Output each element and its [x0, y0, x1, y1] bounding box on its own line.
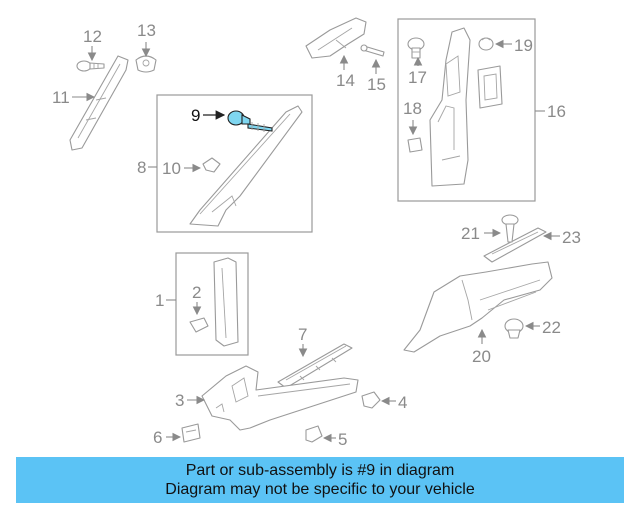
svg-text:6: 6 — [153, 428, 162, 447]
part-9-clip-highlighted[interactable] — [227, 110, 273, 132]
svg-text:18: 18 — [403, 99, 422, 118]
callout-11: 11 — [52, 88, 96, 107]
callout-16: 16 — [535, 102, 566, 121]
part-22-fastener[interactable] — [504, 318, 524, 339]
svg-text:21: 21 — [461, 224, 480, 243]
part-16-handle[interactable] — [477, 65, 503, 109]
callout-1: 1 — [155, 291, 176, 310]
callout-4: 4 — [380, 393, 407, 412]
callout-3: 3 — [175, 391, 206, 410]
svg-text:14: 14 — [336, 71, 355, 90]
svg-text:16: 16 — [547, 102, 566, 121]
part-6-clip[interactable] — [181, 423, 201, 443]
part-18-clip[interactable] — [407, 137, 423, 153]
callout-23: 23 — [542, 228, 581, 247]
callout-20: 20 — [472, 328, 491, 366]
svg-text:17: 17 — [408, 68, 427, 87]
svg-text:5: 5 — [338, 430, 347, 449]
callout-10: 10 — [162, 159, 202, 178]
svg-text:11: 11 — [52, 88, 70, 107]
part-10-retainer[interactable] — [202, 157, 221, 173]
group-box-16 — [397, 18, 536, 202]
svg-text:3: 3 — [175, 391, 184, 410]
svg-text:20: 20 — [472, 347, 491, 366]
callout-21: 21 — [461, 224, 502, 243]
part-15-pin[interactable] — [360, 44, 385, 57]
part-20-rear-sill-trim[interactable] — [403, 261, 553, 353]
svg-text:1: 1 — [155, 291, 164, 310]
callout-12: 12 — [83, 27, 102, 62]
banner-line-2: Diagram may not be specific to your vehi… — [165, 481, 475, 498]
svg-text:22: 22 — [542, 318, 561, 337]
part-14-bracket[interactable] — [305, 17, 367, 59]
part-11-trim-strip[interactable] — [69, 55, 129, 151]
callout-18: 18 — [403, 99, 422, 136]
info-banner: Part or sub-assembly is #9 in diagram Di… — [16, 457, 624, 503]
group-box-1 — [175, 252, 249, 356]
callout-14: 14 — [336, 54, 355, 90]
part-3-sill-plate[interactable] — [201, 365, 359, 431]
svg-text:19: 19 — [514, 36, 533, 55]
svg-text:10: 10 — [162, 159, 181, 178]
callout-22: 22 — [524, 318, 561, 337]
part-16-b-pillar-trim[interactable] — [429, 27, 471, 187]
part-5-clip[interactable] — [305, 425, 323, 443]
callout-5: 5 — [322, 430, 347, 449]
part-4-clip[interactable] — [361, 391, 381, 409]
callout-9: 9 — [191, 106, 226, 125]
svg-text:7: 7 — [298, 325, 307, 344]
parts-diagram: 11 12 13 8 9 — [52, 17, 581, 449]
callout-8: 8 — [137, 158, 157, 177]
callout-13: 13 — [137, 21, 156, 58]
svg-text:8: 8 — [137, 158, 146, 177]
part-19-plug[interactable] — [478, 37, 494, 51]
banner-line-1: Part or sub-assembly is #9 in diagram — [185, 462, 455, 479]
svg-text:4: 4 — [398, 393, 407, 412]
svg-text:2: 2 — [192, 283, 201, 302]
svg-text:15: 15 — [367, 75, 386, 94]
callout-6: 6 — [153, 428, 182, 447]
part-2-clip[interactable] — [189, 317, 209, 333]
callout-2: 2 — [192, 283, 201, 316]
part-13-clip[interactable] — [135, 55, 157, 73]
group-box-8 — [156, 94, 313, 233]
callout-7: 7 — [298, 325, 307, 358]
part-17-screw[interactable] — [407, 37, 425, 59]
part-12-screw[interactable] — [76, 60, 105, 72]
part-21-screw[interactable] — [501, 214, 519, 243]
callout-15: 15 — [367, 58, 386, 94]
svg-text:9: 9 — [191, 106, 200, 125]
callout-17: 17 — [408, 56, 427, 87]
svg-text:13: 13 — [137, 21, 156, 40]
callout-19: 19 — [494, 36, 533, 55]
part-8-a-pillar-trim[interactable] — [189, 105, 303, 227]
svg-text:12: 12 — [83, 27, 102, 46]
part-1-trim[interactable] — [213, 257, 239, 347]
svg-text:23: 23 — [562, 228, 581, 247]
